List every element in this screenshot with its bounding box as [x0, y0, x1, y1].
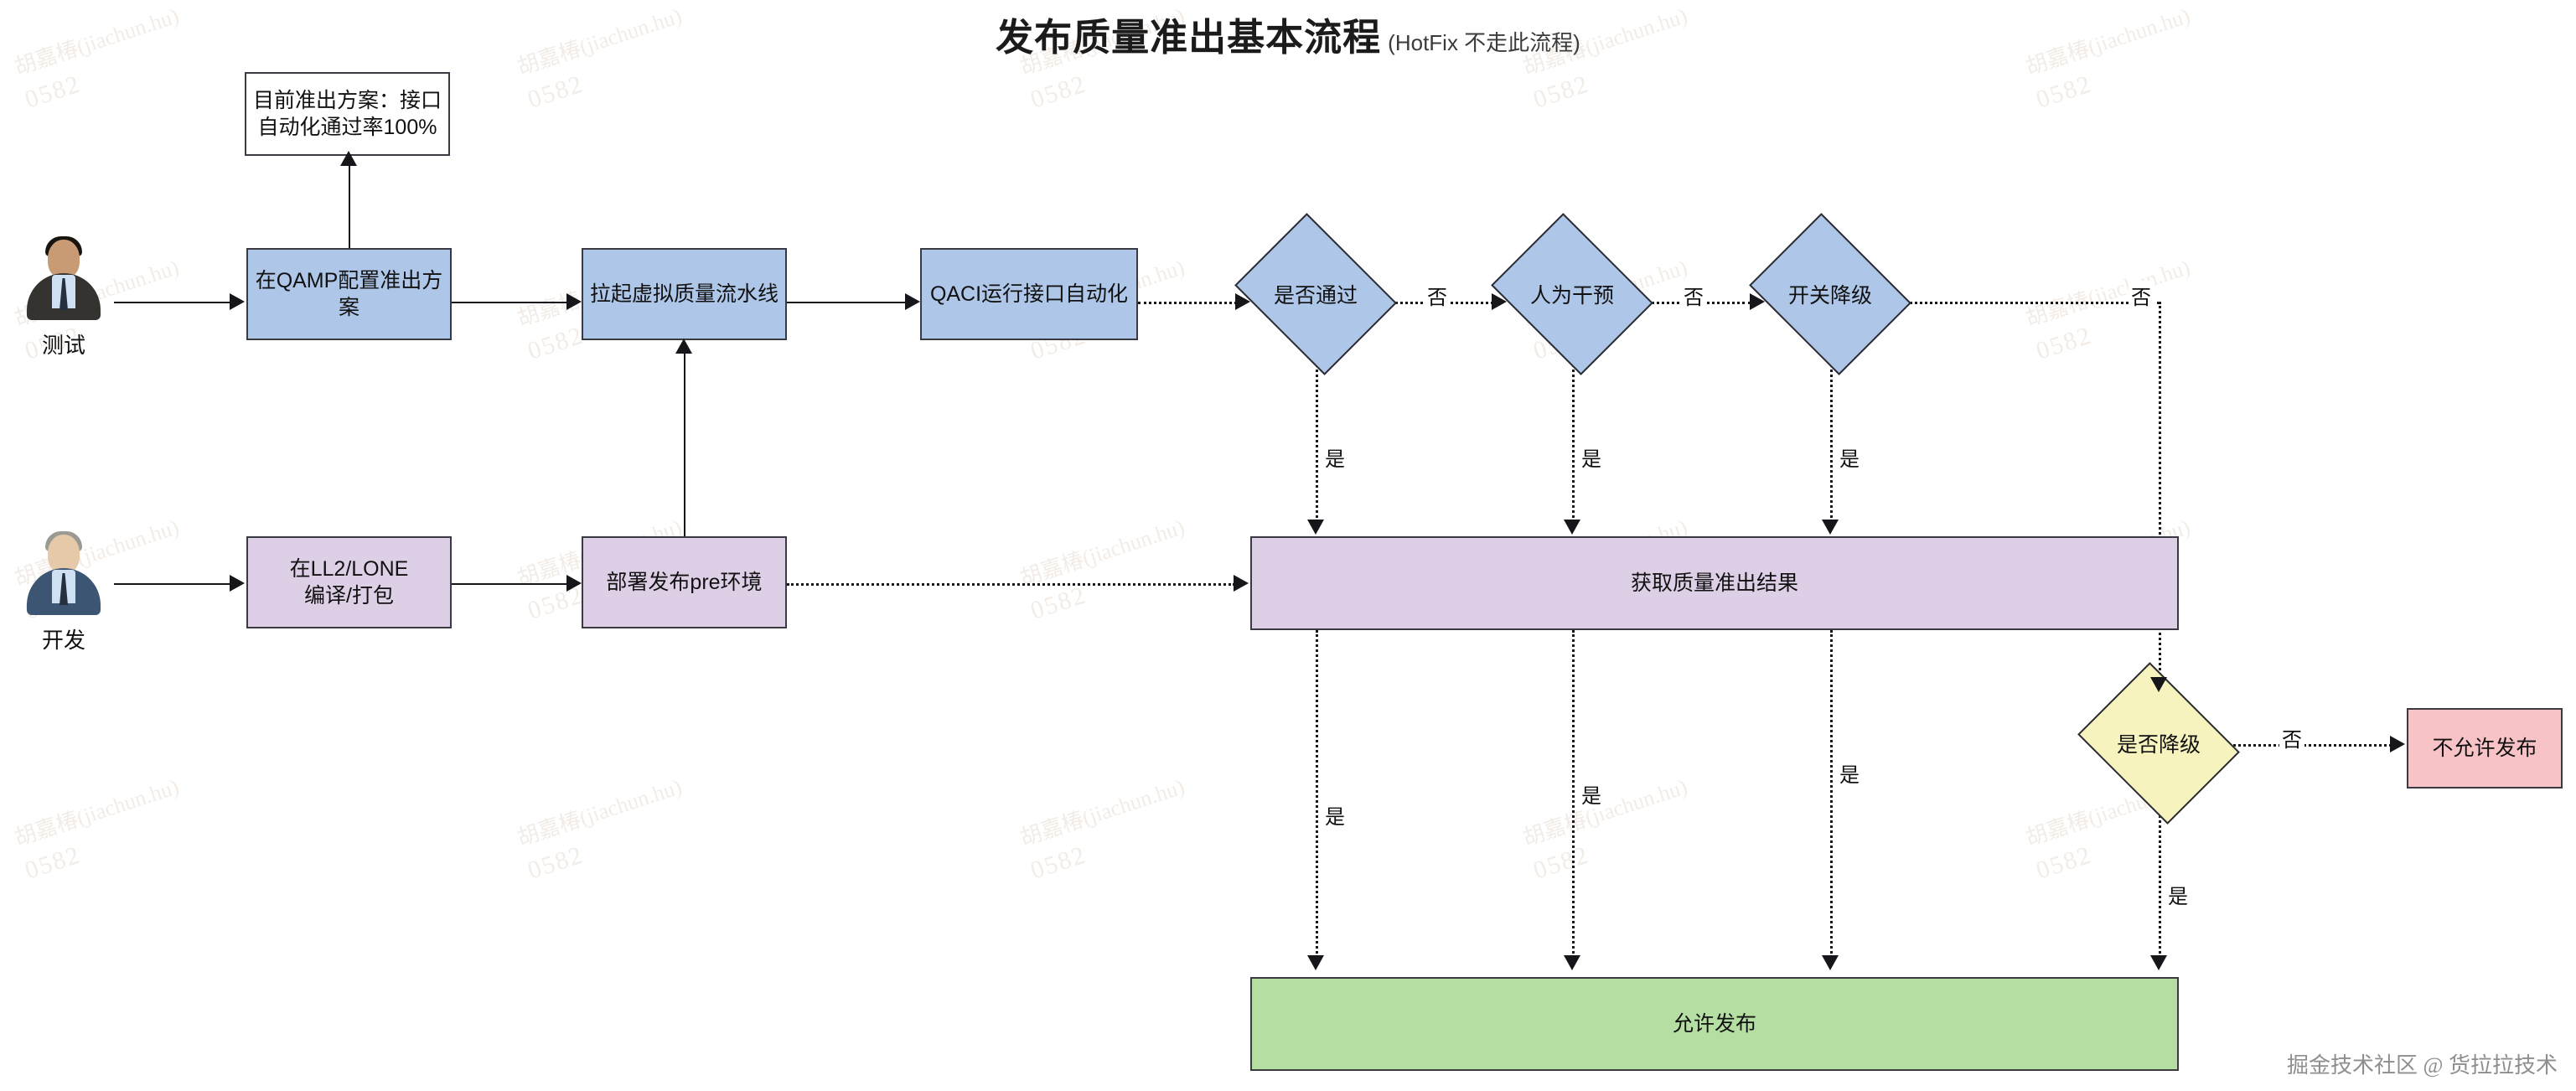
edge-build-to-deploy-arrowhead: [566, 575, 582, 592]
edge-result-yes-2: [1572, 630, 1575, 959]
edge-manual-yes-to-result: [1572, 345, 1575, 523]
note-line-2: 自动化通过率100%: [257, 116, 437, 139]
actor-dev-avatar-icon: [22, 531, 106, 615]
actor-dev: 开发: [15, 531, 112, 654]
node-build-package[interactable]: 在LL2/LONE 编译/打包: [246, 536, 452, 628]
node-build-line-2: 编译/打包: [304, 584, 394, 608]
node-deploy-pre-env[interactable]: 部署发布pre环境: [582, 536, 787, 628]
edge-pipeline-to-qaci: [787, 302, 906, 303]
edge-manual-no-arrowhead: [1750, 293, 1765, 310]
watermark-code: 0582: [1027, 840, 1090, 885]
watermark-name: 胡嘉椿(jiachun.hu): [514, 774, 685, 851]
edge-downgrade-yes-to-allow: [2159, 794, 2161, 959]
edge-qamp-to-pipeline-arrowhead: [566, 293, 582, 310]
edge-pass-yes-arrowhead: [1307, 520, 1324, 535]
edge-switch-yes-arrowhead: [1822, 520, 1839, 535]
node-allow-release[interactable]: 允许发布: [1250, 977, 2179, 1071]
watermark-code: 0582: [2032, 321, 2096, 365]
edge-qamp-to-pipeline: [452, 302, 567, 303]
watermark-code: 0582: [524, 840, 587, 885]
edge-label-no-switch: 否: [2129, 281, 2154, 310]
edge-label-yes-downgrade: 是: [2165, 880, 2191, 909]
edge-label-no-pass: 否: [1425, 281, 1450, 310]
edge-deploy-to-result-arrowhead: [1234, 575, 1249, 592]
node-qamp-config[interactable]: 在QAMP配置准出方案: [246, 248, 452, 340]
edge-result-yes-3-arrowhead: [1822, 955, 1839, 970]
edge-deploy-to-pipeline-arrowhead: [675, 339, 692, 354]
edge-label-yes-switch-top: 是: [1837, 442, 1862, 472]
edge-switch-yes-to-result: [1830, 345, 1833, 523]
watermark-name: 胡嘉椿(jiachun.hu): [1016, 514, 1188, 591]
node-decision-pass[interactable]: 是否通过: [1234, 213, 1397, 375]
edge-result-yes-1-arrowhead: [1307, 955, 1324, 970]
edge-switch-no-arrowhead: [2150, 677, 2167, 692]
watermark-code: 0582: [21, 840, 85, 885]
node-decision-switch-label: 开关降级: [1787, 284, 1872, 308]
edge-label-yes-pass-bottom: 是: [1322, 800, 1347, 830]
watermark-name: 胡嘉椿(jiachun.hu): [2022, 255, 2194, 331]
footer-credit: 掘金技术社区 @ 货拉拉技术: [2287, 1053, 2558, 1078]
edge-pass-yes-to-result: [1316, 345, 1318, 523]
node-decision-manual-label: 人为干预: [1529, 284, 1614, 308]
edge-deploy-to-pipeline: [684, 352, 685, 536]
node-decision-downgrade[interactable]: 是否降级: [2077, 662, 2240, 825]
edge-label-yes-manual-top: 是: [1579, 442, 1604, 472]
node-decision-manual[interactable]: 人为干预: [1491, 213, 1653, 375]
actor-test-label: 测试: [41, 333, 85, 358]
actor-dev-label: 开发: [41, 628, 85, 653]
node-build-line-1: 在LL2/LONE: [289, 556, 409, 581]
edge-build-to-deploy: [452, 583, 567, 585]
edge-label-yes-pass-top: 是: [1322, 442, 1347, 472]
edge-pass-no-arrowhead: [1492, 293, 1507, 310]
watermark-code: 0582: [2032, 840, 2096, 885]
node-pipeline[interactable]: 拉起虚拟质量流水线: [582, 248, 787, 340]
edge-dev-to-build: [114, 583, 231, 585]
edge-dev-to-build-arrowhead: [230, 575, 245, 592]
node-quality-gate-result[interactable]: 获取质量准出结果: [1250, 536, 2179, 630]
edge-qamp-to-note: [349, 164, 350, 248]
edge-result-yes-3: [1830, 630, 1833, 959]
note-line-1: 目前准出方案：接口: [253, 88, 442, 112]
title-sub-text: (HotFix 不走此流程): [1388, 30, 1580, 55]
node-qaci-api-automation[interactable]: QACI运行接口自动化: [920, 248, 1138, 340]
edge-downgrade-no-to-deny: [2222, 744, 2392, 747]
node-deny-release[interactable]: 不允许发布: [2407, 708, 2563, 789]
edge-qamp-to-note-arrowhead: [340, 151, 357, 166]
actor-test: 测试: [15, 236, 112, 359]
edge-qaci-to-pass: [1138, 302, 1237, 304]
edge-label-no-downgrade: 否: [2279, 723, 2304, 752]
node-decision-pass-label: 是否通过: [1273, 284, 1358, 308]
page-title: 发布质量准出基本流程(HotFix 不走此流程): [0, 7, 2576, 61]
edge-label-yes-manual-bottom: 是: [1579, 779, 1604, 809]
edge-downgrade-no-arrowhead: [2390, 736, 2405, 752]
watermark-name: 胡嘉椿(jiachun.hu): [1016, 774, 1188, 851]
edge-result-yes-1: [1316, 630, 1318, 959]
edge-switch-no-vertical: [2159, 302, 2161, 680]
node-decision-downgrade-label: 是否降级: [2116, 733, 2201, 757]
node-decision-switch[interactable]: 开关降级: [1749, 213, 1911, 375]
edge-result-yes-2-arrowhead: [1564, 955, 1580, 970]
edge-label-no-manual: 否: [1681, 281, 1706, 310]
edge-downgrade-yes-arrowhead: [2150, 955, 2167, 970]
watermark-name: 胡嘉椿(jiachun.hu): [11, 774, 183, 851]
actor-test-avatar-icon: [22, 236, 106, 320]
watermark-code: 0582: [1529, 840, 1593, 885]
edge-switch-no-horizontal: [1894, 302, 2160, 304]
edge-qaci-to-pass-arrowhead: [1235, 293, 1250, 310]
node-current-plan-note: 目前准出方案：接口 自动化通过率100%: [245, 72, 450, 156]
edge-pipeline-to-qaci-arrowhead: [905, 293, 920, 310]
edge-test-to-qamp-arrowhead: [230, 293, 245, 310]
edge-test-to-qamp: [114, 302, 231, 303]
edge-label-yes-switch-bottom: 是: [1837, 758, 1862, 788]
edge-deploy-to-result: [787, 583, 1235, 586]
watermark-name: 胡嘉椿(jiachun.hu): [1519, 774, 1691, 851]
title-main-text: 发布质量准出基本流程: [996, 16, 1382, 59]
edge-manual-yes-arrowhead: [1564, 520, 1580, 535]
